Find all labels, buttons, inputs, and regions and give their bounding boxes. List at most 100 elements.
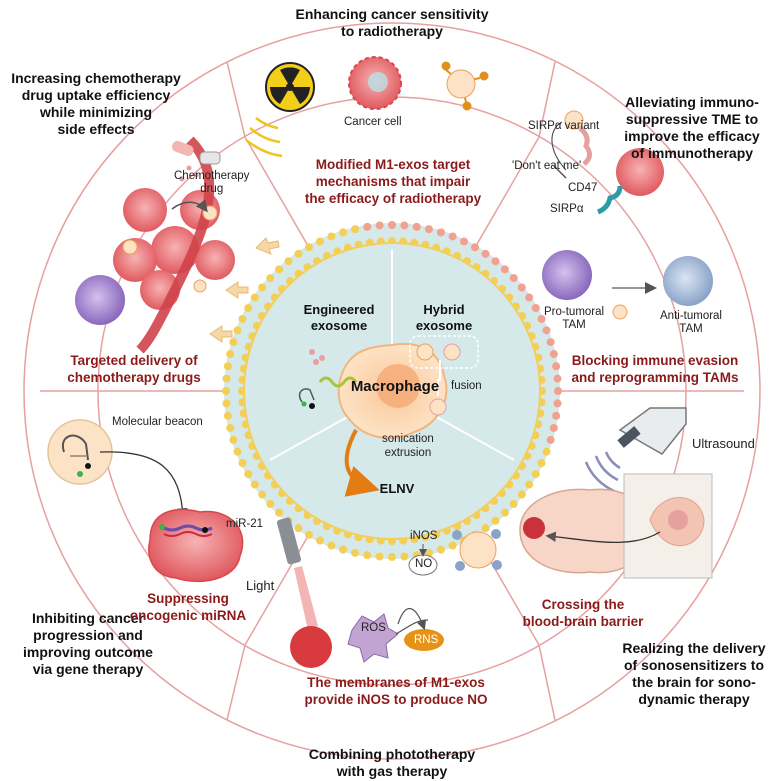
lipid-head xyxy=(448,232,457,241)
lipid-head xyxy=(542,326,551,335)
mirna-diagram xyxy=(47,419,244,583)
lipid-head xyxy=(500,265,509,274)
lipid-head xyxy=(315,536,324,545)
label-top: Enhancing cancer sensitivity to radiothe… xyxy=(295,6,489,39)
lipid-head xyxy=(525,480,534,489)
chemo-exosomes xyxy=(122,205,218,293)
lipid-head xyxy=(266,274,275,283)
lipid-head xyxy=(223,411,232,420)
immune-diagram xyxy=(542,110,713,320)
modified-exosome xyxy=(441,61,489,111)
lipid-head xyxy=(537,314,546,323)
core-sectors xyxy=(269,250,515,461)
lipid-head xyxy=(542,447,551,456)
ultrasound-probe-icon xyxy=(617,407,687,455)
radiation-waves xyxy=(245,117,283,158)
lipid-head xyxy=(222,387,230,395)
label-pro-tumoral: Pro-tumoral TAM xyxy=(544,306,605,331)
lipid-head xyxy=(327,541,336,550)
ring-dividers xyxy=(40,61,744,721)
label-top-left: Increasing chemotherapy drug uptake effi… xyxy=(11,70,181,137)
lipid-head xyxy=(491,257,500,266)
lipid-head xyxy=(481,524,490,533)
lipid-head xyxy=(388,553,396,561)
lipid-head xyxy=(552,362,561,371)
lipid-head xyxy=(460,237,469,246)
lipid-head xyxy=(525,293,534,302)
lipid-head xyxy=(500,508,509,517)
lipid-head xyxy=(250,480,259,489)
brain-diagram xyxy=(519,473,713,579)
lipid-head xyxy=(363,222,372,231)
title-immune: Blocking immune evasion and reprogrammin… xyxy=(571,353,739,385)
lipid-head xyxy=(238,314,247,323)
lipid-head xyxy=(339,228,348,237)
label-top-right: Alleviating immuno- suppressive TME to i… xyxy=(624,94,760,161)
lipid-head xyxy=(471,243,479,252)
label-hybrid-exosome: Hybrid exosome xyxy=(415,302,473,333)
label-anti-tumoral: Anti-tumoral TAM xyxy=(660,310,722,335)
label-molecular-beacon: Molecular beacon xyxy=(112,416,203,428)
lipid-head xyxy=(244,470,253,478)
lipid-head xyxy=(549,350,558,359)
lipid-head xyxy=(552,411,561,420)
lipid-head xyxy=(491,516,500,525)
lipid-head xyxy=(412,222,421,231)
lipid-head xyxy=(339,545,348,554)
label-macrophage: Macrophage xyxy=(350,378,440,395)
lipid-head xyxy=(351,548,360,557)
lipid-head xyxy=(226,423,235,432)
lipid-head xyxy=(229,435,238,444)
lipid-head xyxy=(294,249,303,258)
uptake-arrow xyxy=(171,199,208,213)
title-bbb: Crossing the blood-brain barrier xyxy=(522,597,644,629)
lipid-head xyxy=(305,530,313,539)
label-sirpa: SIRPα xyxy=(550,203,584,215)
lipid-head xyxy=(509,499,518,508)
title-mirna: Suppressing oncogenic miRNA xyxy=(129,591,247,623)
ultrasound-waves xyxy=(584,451,621,494)
lipid-head xyxy=(327,232,336,241)
lipid-head xyxy=(517,490,526,499)
lipid-head xyxy=(266,499,275,508)
lipid-head xyxy=(222,374,231,383)
lipid-head xyxy=(549,423,558,432)
label-chemo-drug: Chemotherapy drug xyxy=(174,170,250,195)
label-cancer-cell: Cancer cell xyxy=(344,116,402,128)
fusion-vesicles xyxy=(409,335,479,416)
title-no: The membranes of M1-exos provide iNOS to… xyxy=(304,675,488,707)
lipid-head xyxy=(238,459,247,468)
label-mir21: miR-21 xyxy=(226,518,264,530)
no-diagram xyxy=(276,517,502,668)
lipid-head xyxy=(284,257,293,266)
lipid-head xyxy=(481,249,490,258)
lipid-head xyxy=(436,228,445,237)
lipid-head xyxy=(233,326,242,335)
drug-capsules xyxy=(172,140,221,182)
lipid-head xyxy=(258,490,267,499)
lipid-head xyxy=(315,237,324,246)
label-rns: RNS xyxy=(414,634,439,646)
lipid-head xyxy=(250,293,259,302)
lipid-head xyxy=(229,338,238,347)
lipid-head xyxy=(275,508,284,517)
lipid-head xyxy=(244,304,253,312)
lipid-head xyxy=(351,225,360,234)
label-elnv: ELNV xyxy=(379,481,415,496)
label-cd47: CD47 xyxy=(568,182,598,194)
lipid-head xyxy=(226,350,235,359)
lipid-head xyxy=(233,447,242,456)
lipid-head xyxy=(424,225,433,234)
lipid-head xyxy=(222,399,231,408)
sonication-arrow xyxy=(344,429,380,497)
lipid-head xyxy=(375,552,384,561)
lipid-head xyxy=(294,524,303,533)
engineered-cargo xyxy=(298,349,358,409)
label-ultrasound: Ultrasound xyxy=(692,436,755,451)
lipid-head xyxy=(375,221,384,230)
lipid-head xyxy=(388,221,396,229)
lipid-head xyxy=(305,243,313,252)
lipid-head xyxy=(363,551,372,560)
lipid-head xyxy=(448,541,457,550)
label-engineered-exosome: Engineered exosome xyxy=(303,302,375,333)
